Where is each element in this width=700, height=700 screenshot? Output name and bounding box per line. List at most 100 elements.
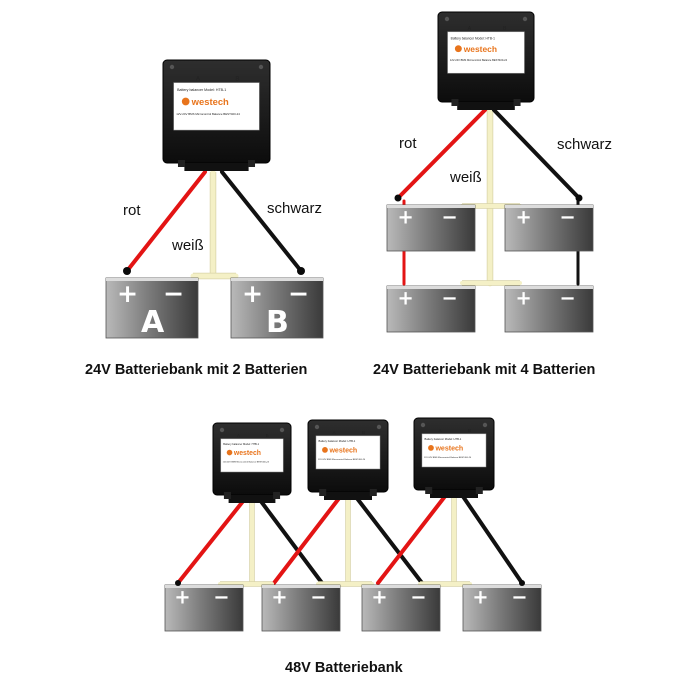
battery-label: B [266,305,289,340]
balancer-spec-text: 12V-24V BMS Microcontrol Balance BEST400… [318,458,366,461]
battery-body [504,204,594,252]
battery-top-edge [165,585,243,588]
cable-gland [457,102,515,110]
red-wire [396,108,487,200]
screw-icon [279,427,285,433]
terminal-a-label: A [196,77,200,83]
terminal-b-label: B [362,430,365,435]
battery-top-edge [463,585,541,588]
negative-terminal [297,267,305,275]
battery: +−B [230,277,324,340]
cable-gland [430,490,478,498]
mounting-tab [475,487,483,494]
mounting-tab [223,492,231,499]
balancer-model-text: Battery balancer Model: HTB-1 [177,88,226,92]
negative-terminal [519,580,525,586]
battery-plus-sign: + [516,205,532,228]
balancer-spec-text: 12V-24V BMS Microcontrol Balance BEST400… [176,112,240,116]
wire-label-schwarz: schwarz [267,200,322,217]
wire-label-weiss: weiß [449,169,482,186]
battery-top-edge [231,278,323,281]
mounting-tab [369,489,377,496]
terminal-b-label: B [468,428,471,433]
balancer-label-sticker [315,435,381,470]
balancer-model-text: Battery balancer Model: HTB-1 [223,442,259,446]
wire-label-schwarz: schwarz [557,136,612,153]
batteries-layer: +−A+−B+−+−+−+−+−+−+−+− [105,194,594,632]
westech-logo-icon [454,45,462,53]
battery-top-edge [387,286,475,289]
positive-terminal [394,194,402,202]
battery: +− [164,584,244,632]
terminal-b-label: B [503,26,507,32]
battery-minus-sign: − [163,279,184,308]
westech-logo-icon [428,445,434,451]
mounting-tab [451,99,459,106]
balancer-model-text: Battery balancer Model: HTB-1 [319,439,356,443]
balancer-spec-text: 12V-24V BMS Microcontrol Balance BEST400… [424,456,472,459]
terminal-a-label: A [439,428,442,433]
battery-top-edge [106,278,198,281]
balancer-brand: westech [328,447,357,454]
battery: +− [361,584,441,632]
screw-icon [258,64,264,70]
westech-logo-icon [226,449,233,456]
terminal-a-label: A [468,26,472,32]
battery-body [361,584,441,632]
battery-label: A [141,305,165,340]
balancer-label-sticker [447,31,525,74]
black-wire [492,108,581,200]
battery-body [164,584,244,632]
cable-gland [228,495,276,503]
westech-logo-icon [181,97,190,106]
terminal-b-label: B [266,433,269,438]
battery: +− [386,285,476,333]
balancer-brand: westech [434,445,463,452]
terminal-a-label: A [333,430,336,435]
red-wire [125,170,207,273]
screw-icon [219,427,225,433]
black-wire [460,493,524,585]
mounting-tab [513,99,521,106]
mounting-tab [177,160,185,167]
battery-balancer: A B Battery balancer Model: HTB-1 westech 12… [307,419,389,500]
battery-plus-sign: + [242,279,263,308]
mounting-tab [248,160,256,167]
battery-minus-sign: − [511,585,527,608]
red-wire [376,493,448,585]
balancer-label-sticker [173,82,260,131]
balancer-brand: westech [463,44,497,54]
battery-minus-sign: − [410,585,426,608]
wire-label-rot: rot [123,202,141,219]
battery-minus-sign: − [213,585,229,608]
screw-icon [314,424,320,430]
black-wire [220,170,303,273]
mounting-tab [319,489,327,496]
balancer-label-sticker [421,433,487,468]
mounting-tab [273,492,281,499]
balancer-spec-text: 12V-24V BMS Microcontrol Balance BEST400… [223,461,270,464]
battery-body [386,204,476,252]
battery: +− [386,204,476,252]
westech-logo-icon [322,447,328,453]
battery-body [105,277,199,339]
balancer-label-sticker [220,438,284,473]
battery-body [261,584,341,632]
wire-label-weiss: weiß [171,237,204,254]
battery-plus-sign: + [371,585,387,608]
battery-minus-sign: − [288,279,309,308]
positive-terminal [175,580,181,586]
battery-top-edge [505,205,593,208]
screw-icon [376,424,382,430]
battery-minus-sign: − [442,286,458,309]
positive-terminal [123,267,131,275]
battery-plus-sign: + [398,286,414,309]
battery-top-edge [505,286,593,289]
battery-minus-sign: − [560,286,576,309]
cable-gland [324,492,372,500]
